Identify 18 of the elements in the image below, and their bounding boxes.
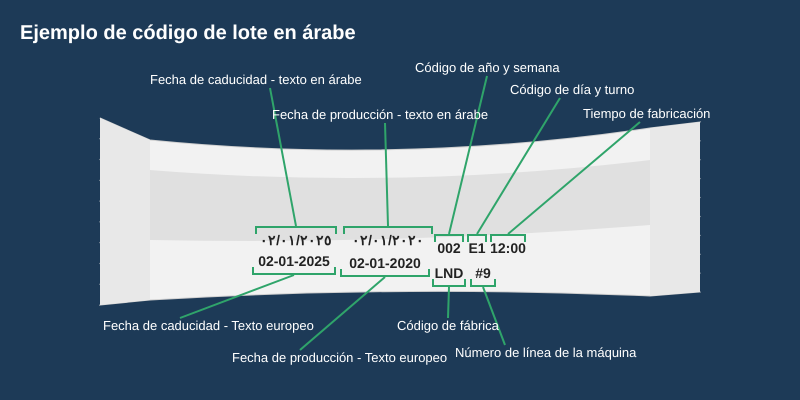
- callout-label: Código de día y turno: [510, 82, 634, 98]
- leader-line: [299, 276, 386, 351]
- leader-line: [476, 97, 561, 235]
- callout-label: Tiempo de fabricación: [583, 106, 710, 122]
- callout-label: Fecha de caducidad - Texto europeo: [103, 318, 314, 334]
- title: Ejemplo de código de lote en árabe: [20, 22, 356, 45]
- callout-label: Código de año y semana: [415, 60, 560, 76]
- leader-line: [180, 274, 294, 319]
- leader-line: [482, 286, 506, 346]
- callout-label: Fecha de producción - texto en árabe: [272, 107, 488, 123]
- callout-label: Fecha de producción - Texto europeo: [232, 350, 448, 366]
- leader-line: [269, 88, 297, 226]
- callout-label: Número de línea de la máquina: [455, 345, 636, 361]
- leader-line: [447, 286, 450, 318]
- leader-line: [448, 76, 488, 234]
- callout-label: Código de fábrica: [397, 318, 499, 334]
- leader-line: [384, 122, 389, 226]
- callout-label: Fecha de caducidad - texto en árabe: [150, 72, 362, 88]
